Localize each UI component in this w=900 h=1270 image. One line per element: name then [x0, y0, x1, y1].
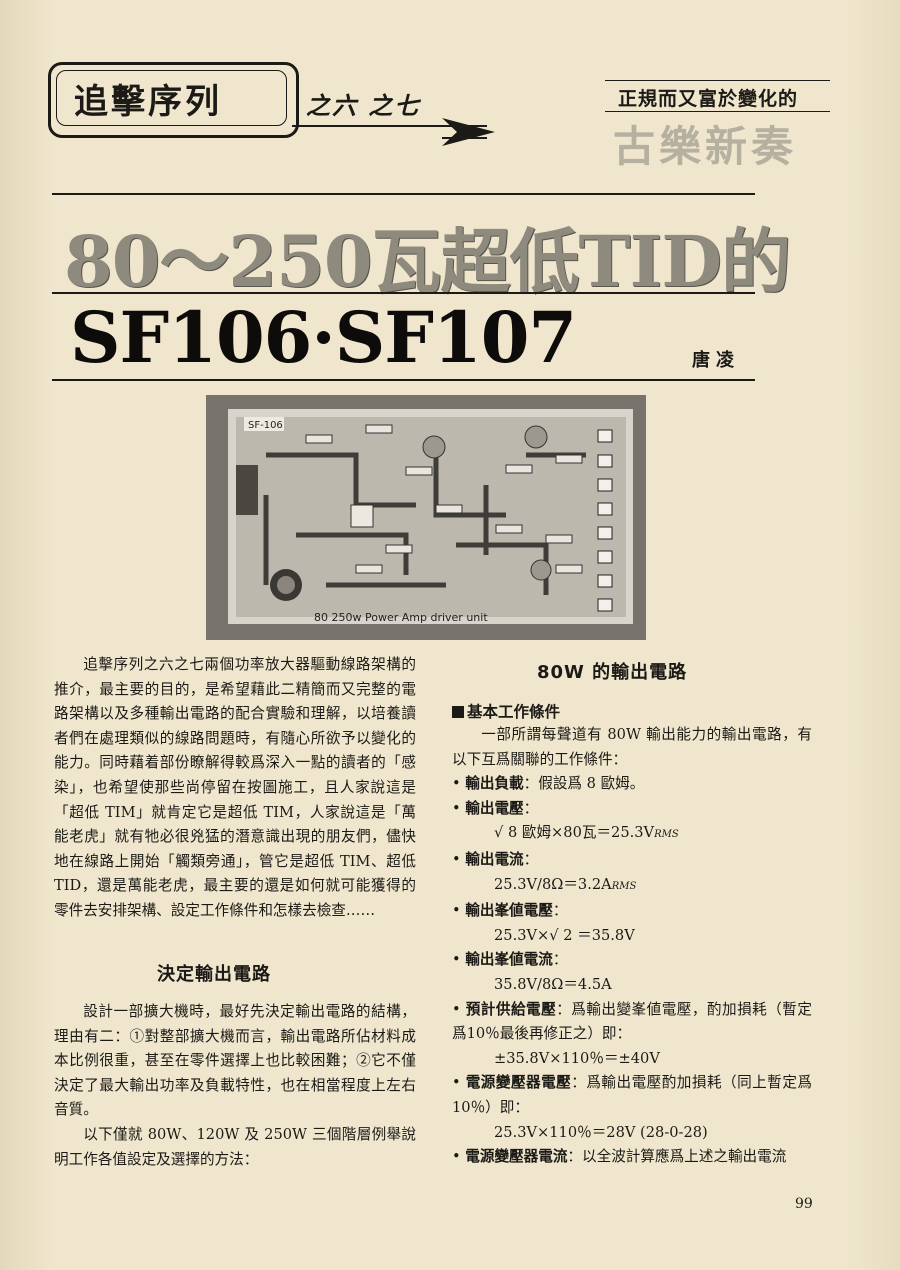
- section-heading-80w: 80W 的輸出電路: [537, 662, 688, 683]
- item-peak-current: • 輸出峯値電流：: [452, 951, 568, 969]
- column-title: 古樂新奏: [613, 122, 798, 171]
- conditions-intro: 一部所謂每聲道有 80W 輸出能力的輸出電路，有以下互爲關聯的工作條件：: [452, 726, 812, 768]
- calc-output-voltage: √ 8 歐姆×80瓦＝25.3VRMS: [494, 824, 679, 842]
- board-label: SF-106: [248, 420, 283, 431]
- tagline: 正規而又富於變化的: [618, 88, 799, 110]
- subsection-heading-text: 基本工作條件: [467, 703, 561, 721]
- board-caption: 80 250w Power Amp driver unit: [314, 611, 488, 624]
- rule-top: [52, 193, 755, 195]
- calc-peak-current: 35.8V/8Ω＝4.5A: [494, 975, 612, 993]
- series-title: 追擊序列: [74, 82, 222, 122]
- design-paragraph: 設計一部擴大機時，最好先決定輸出電路的結構，理由有二：①對整部擴大機而言，輸出電…: [54, 1003, 416, 1119]
- subsection-heading: 基本工作條件: [452, 700, 560, 722]
- item-transformer-current: • 電源變壓器電流：以全波計算應爲上述之輸出電流: [452, 1148, 787, 1166]
- left-column-intro: 追擊序列之六之七兩個功率放大器驅動線路架構的推介，最主要的目的，是希望藉此二精簡…: [54, 653, 416, 924]
- circuit-board-image: SF-106 80 250w Power Amp driver unit: [206, 395, 646, 640]
- intro-paragraph: 追擊序列之六之七兩個功率放大器驅動線路架構的推介，最主要的目的，是希望藉此二精簡…: [54, 656, 416, 919]
- page-number: 99: [795, 1196, 813, 1212]
- calc-output-current: 25.3V/8Ω＝3.2ARMS: [494, 875, 637, 893]
- left-column-body: 設計一部擴大機時，最好先決定輸出電路的結構，理由有二：①對整部擴大機而言，輸出電…: [54, 1000, 416, 1172]
- headline: 80～250瓦超低TID的: [64, 220, 791, 303]
- item-peak-voltage: • 輸出峯値電壓：: [452, 902, 568, 920]
- author: 唐凌: [692, 350, 740, 371]
- levels-paragraph: 以下僅就 80W、120W 及 250W 三個階層例舉說明工作各值設定及選擇的方…: [54, 1125, 416, 1168]
- item-supply-voltage: • 預計供給電壓：爲輸出變峯値電壓，酌加損耗（暫定爲10％最後再修正之）即：: [452, 1000, 812, 1043]
- item-output-voltage: • 輸出電壓：: [452, 799, 539, 817]
- item-transformer-voltage: • 電源變壓器電壓：爲輸出電壓酌加損耗（同上暫定爲10％）即：: [452, 1074, 812, 1116]
- series-frame-inner: [56, 70, 287, 126]
- calc-transformer-voltage: 25.3V×110％＝28V (28-0-28): [494, 1123, 708, 1141]
- square-bullet-icon: [452, 706, 464, 718]
- calc-peak-voltage: 25.3V×√ 2 ＝35.8V: [494, 926, 635, 944]
- calc-supply-voltage: ±35.8V×110％＝±40V: [494, 1049, 660, 1067]
- series-subtitle: 之六 之七: [306, 92, 421, 120]
- item-output-current: • 輸出電流：: [452, 850, 539, 868]
- rule-bottom: [52, 379, 755, 381]
- item-load: • 輸出負載：假設爲 8 歐姆。: [452, 775, 645, 793]
- arrow-icon: [292, 118, 495, 146]
- series-frame: [48, 62, 299, 138]
- right-column-body: 一部所謂每聲道有 80W 輸出能力的輸出電路，有以下互爲關聯的工作條件： • 輸…: [452, 723, 812, 1170]
- tagline-frame: [605, 80, 830, 112]
- circuit-board-photo: SF-106 80 250w Power Amp driver unit: [206, 395, 646, 640]
- model-title: SF106·SF107: [70, 296, 577, 379]
- rule-middle: [52, 292, 755, 294]
- section-heading-output: 決定輸出電路: [157, 964, 271, 985]
